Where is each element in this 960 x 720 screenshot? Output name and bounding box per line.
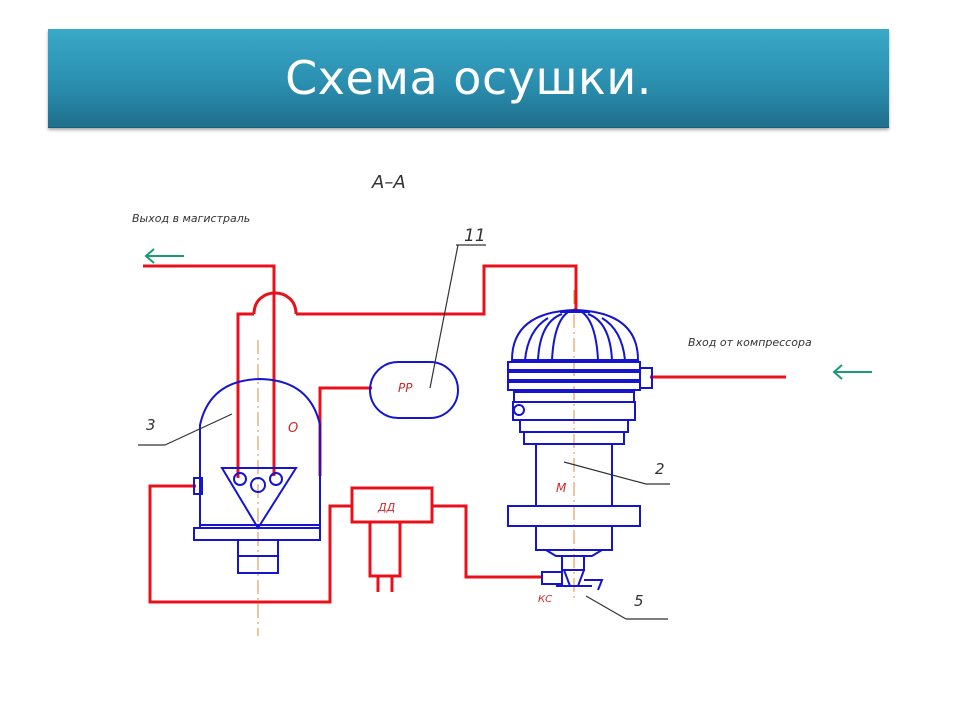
outlet-arrow-icon <box>144 248 184 264</box>
pressure-sensor-label: ДД <box>377 501 396 514</box>
inlet-label: Вход от компрессора <box>688 336 812 349</box>
receiver-label: РР <box>398 381 413 395</box>
absorber-vessel <box>193 377 321 574</box>
callout-2: 2 <box>563 460 670 485</box>
slide-title: Схема осушки. <box>285 51 652 105</box>
callout-5: 5 <box>585 592 668 620</box>
inlet-arrow-icon <box>832 364 872 380</box>
section-label: А–А <box>371 172 406 193</box>
absorber-label: О <box>288 421 298 436</box>
svg-text:2: 2 <box>655 460 665 478</box>
outlet-label: Выход в магистраль <box>132 212 250 225</box>
svg-text:11: 11 <box>464 226 486 246</box>
compressor-unit <box>507 308 653 591</box>
title-bar: Схема осушки. <box>48 29 889 128</box>
callout-11: 11 <box>429 226 486 389</box>
piping <box>143 264 786 604</box>
callout-3: 3 <box>138 413 233 446</box>
valve-label: КС <box>538 594 552 605</box>
motor-label: М <box>556 481 567 495</box>
svg-text:3: 3 <box>146 416 156 434</box>
receiver-tank: РР <box>369 361 459 419</box>
center-lines <box>257 290 575 636</box>
svg-text:5: 5 <box>634 592 644 610</box>
pressure-sensor: ДД <box>350 486 434 592</box>
